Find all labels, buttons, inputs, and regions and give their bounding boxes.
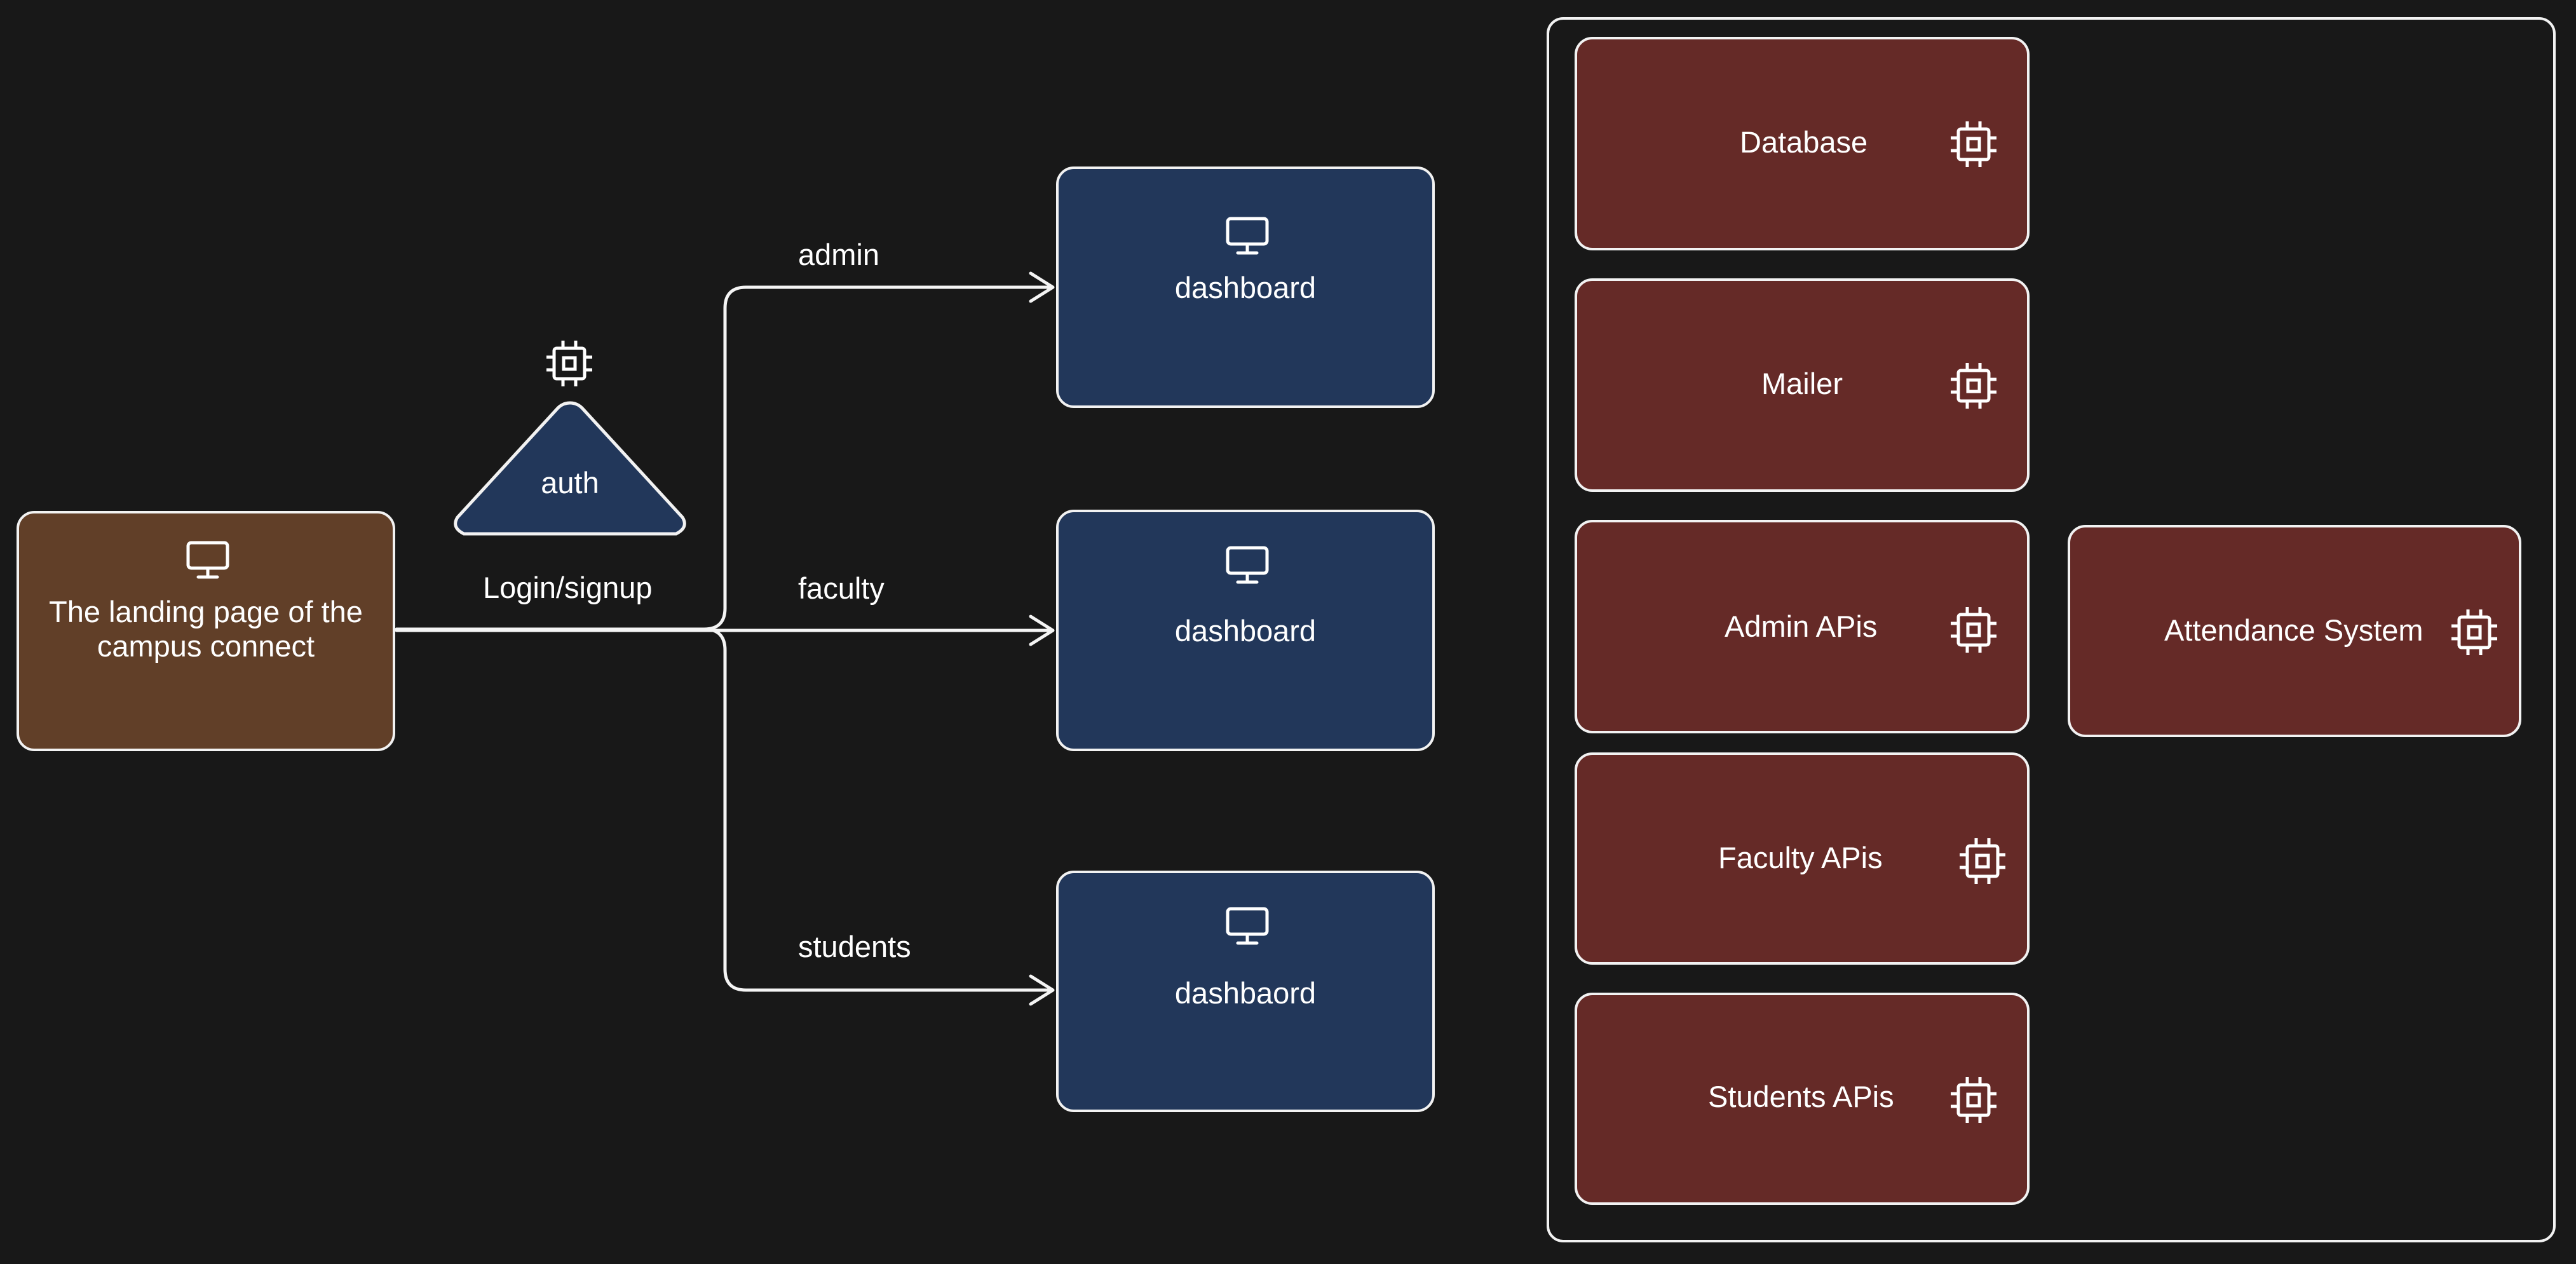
edge-label-students: students xyxy=(798,930,911,963)
service-label: Faculty APis xyxy=(1718,841,1883,874)
admin-dashboard-node: dashboard xyxy=(1056,166,1435,408)
mailer-service-node: Mailer xyxy=(1575,278,2030,492)
chip-icon xyxy=(546,341,592,386)
monitor-icon xyxy=(1226,907,1269,945)
database-service-node: Database xyxy=(1575,37,2030,250)
monitor-icon xyxy=(1226,546,1269,584)
attendance-system-service-node: Attendance System xyxy=(2068,525,2521,737)
edge-label-login: Login/signup xyxy=(483,571,653,604)
admin-apis-service-node: Admin APis xyxy=(1575,520,2030,733)
service-label: Database xyxy=(1740,125,1868,159)
chip-icon xyxy=(1951,363,1996,409)
edge-label-faculty: faculty xyxy=(798,571,885,605)
faculty-dashboard-node: dashboard xyxy=(1056,510,1435,751)
landing-page-label: The landing page of the campus connect xyxy=(49,595,363,663)
arrowhead-admin xyxy=(1029,271,1055,303)
chip-icon xyxy=(1951,607,1996,653)
dashboard-label: dashbaord xyxy=(1174,976,1317,1010)
service-label: Mailer xyxy=(1761,367,1843,400)
arrowhead-students xyxy=(1029,974,1055,1006)
chip-icon xyxy=(1960,838,2005,884)
auth-node xyxy=(454,401,686,536)
service-label: Attendance System xyxy=(2164,613,2423,647)
edge-to-admin xyxy=(395,285,1054,631)
chip-icon xyxy=(1951,121,1996,167)
chip-icon xyxy=(2451,609,2497,655)
service-label: Students APis xyxy=(1708,1080,1894,1113)
faculty-apis-service-node: Faculty APis xyxy=(1575,752,2030,965)
services-group xyxy=(1547,17,2556,1242)
dashboard-label: dashboard xyxy=(1174,271,1317,304)
arrowhead-faculty xyxy=(1029,615,1055,646)
monitor-icon xyxy=(186,541,229,579)
auth-label: auth xyxy=(541,466,599,499)
service-label: Admin APis xyxy=(1725,609,1878,643)
landing-page-node: The landing page of the campus connect xyxy=(17,511,395,751)
students-dashboard-node: dashbaord xyxy=(1056,871,1435,1112)
monitor-icon xyxy=(1226,217,1269,255)
chip-icon xyxy=(1951,1077,1996,1123)
students-apis-service-node: Students APis xyxy=(1575,993,2030,1205)
edge-to-students xyxy=(702,627,1054,992)
edge-label-admin: admin xyxy=(798,238,880,271)
dashboard-label: dashboard xyxy=(1174,614,1317,648)
